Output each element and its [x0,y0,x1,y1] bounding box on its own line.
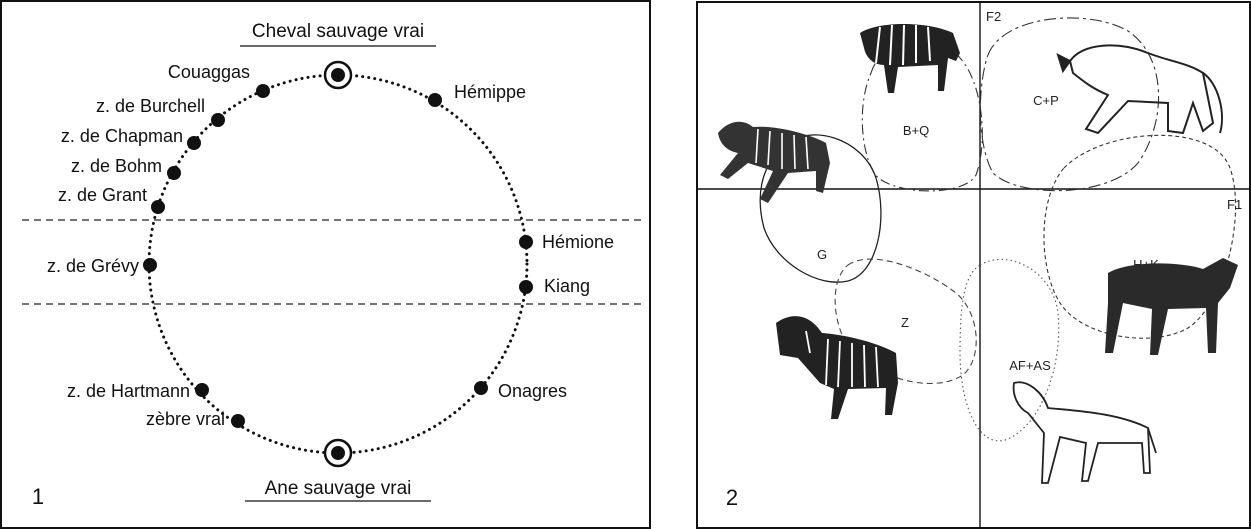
outline-afas [960,259,1059,441]
kiang-illustration [1105,258,1238,355]
point-hartmann [195,383,209,397]
axis-f2-label: F2 [986,9,1001,24]
label-burchell: z. de Burchell [96,96,205,116]
label-kiang: Kiang [544,276,590,296]
label-hemione: Hémione [542,232,614,252]
przewalski-horse-illustration [1058,45,1222,133]
label-zebre-vrai: zèbre vrai [146,409,225,429]
axis-f1-label: F1 [1227,197,1242,212]
panel-number-2: 2 [726,485,738,510]
point-chapman [187,136,201,150]
label-hemippe: Hémippe [454,82,526,102]
group-label-afas: AF+AS [1009,358,1051,373]
group-label-bq: B+Q [903,123,929,138]
panel-2-factorial-plot: F2 F1 B+Q C+P G H+K Z AF+AS [696,1,1251,529]
point-zebre-vrai [231,414,245,428]
point-grant [151,200,165,214]
group-label-z: Z [901,315,909,330]
grevy-zebra-illustration [776,316,898,419]
group-label-g: G [817,247,827,262]
panel-number-1: 1 [32,484,44,509]
point-bohm [167,166,181,180]
top-bullseye-marker [325,62,351,88]
point-hemione [519,235,533,249]
wild-ass-illustration [1014,382,1156,483]
running-zebra-illustration [718,122,830,203]
point-grevy [143,258,157,272]
point-couaggas [256,84,270,98]
point-kiang [519,280,533,294]
point-hemippe [428,93,442,107]
label-chapman: z. de Chapman [61,126,183,146]
bottom-label: Ane sauvage vrai [265,478,412,499]
factorial-plot-svg: F2 F1 B+Q C+P G H+K Z AF+AS [698,3,1251,529]
point-burchell [211,113,225,127]
top-label: Cheval sauvage vrai [252,21,424,42]
label-grevy: z. de Grévy [47,256,139,276]
label-hartmann: z. de Hartmann [67,381,190,401]
zebra-grazing-illustration [860,24,960,93]
point-onagres [474,381,488,395]
group-label-cp: C+P [1033,93,1059,108]
label-couaggas: Couaggas [168,62,250,82]
dotted-circle [149,75,527,453]
label-grant: z. de Grant [58,185,147,205]
panel-1-circle-diagram: Cheval sauvage vrai Ane sauvage vrai Cou… [0,0,651,529]
label-onagres: Onagres [498,381,567,401]
label-bohm: z. de Bohm [71,156,162,176]
bottom-bullseye-marker [325,440,351,466]
outline-cp [980,18,1158,191]
circle-diagram-svg: Cheval sauvage vrai Ane sauvage vrai Cou… [2,2,651,529]
